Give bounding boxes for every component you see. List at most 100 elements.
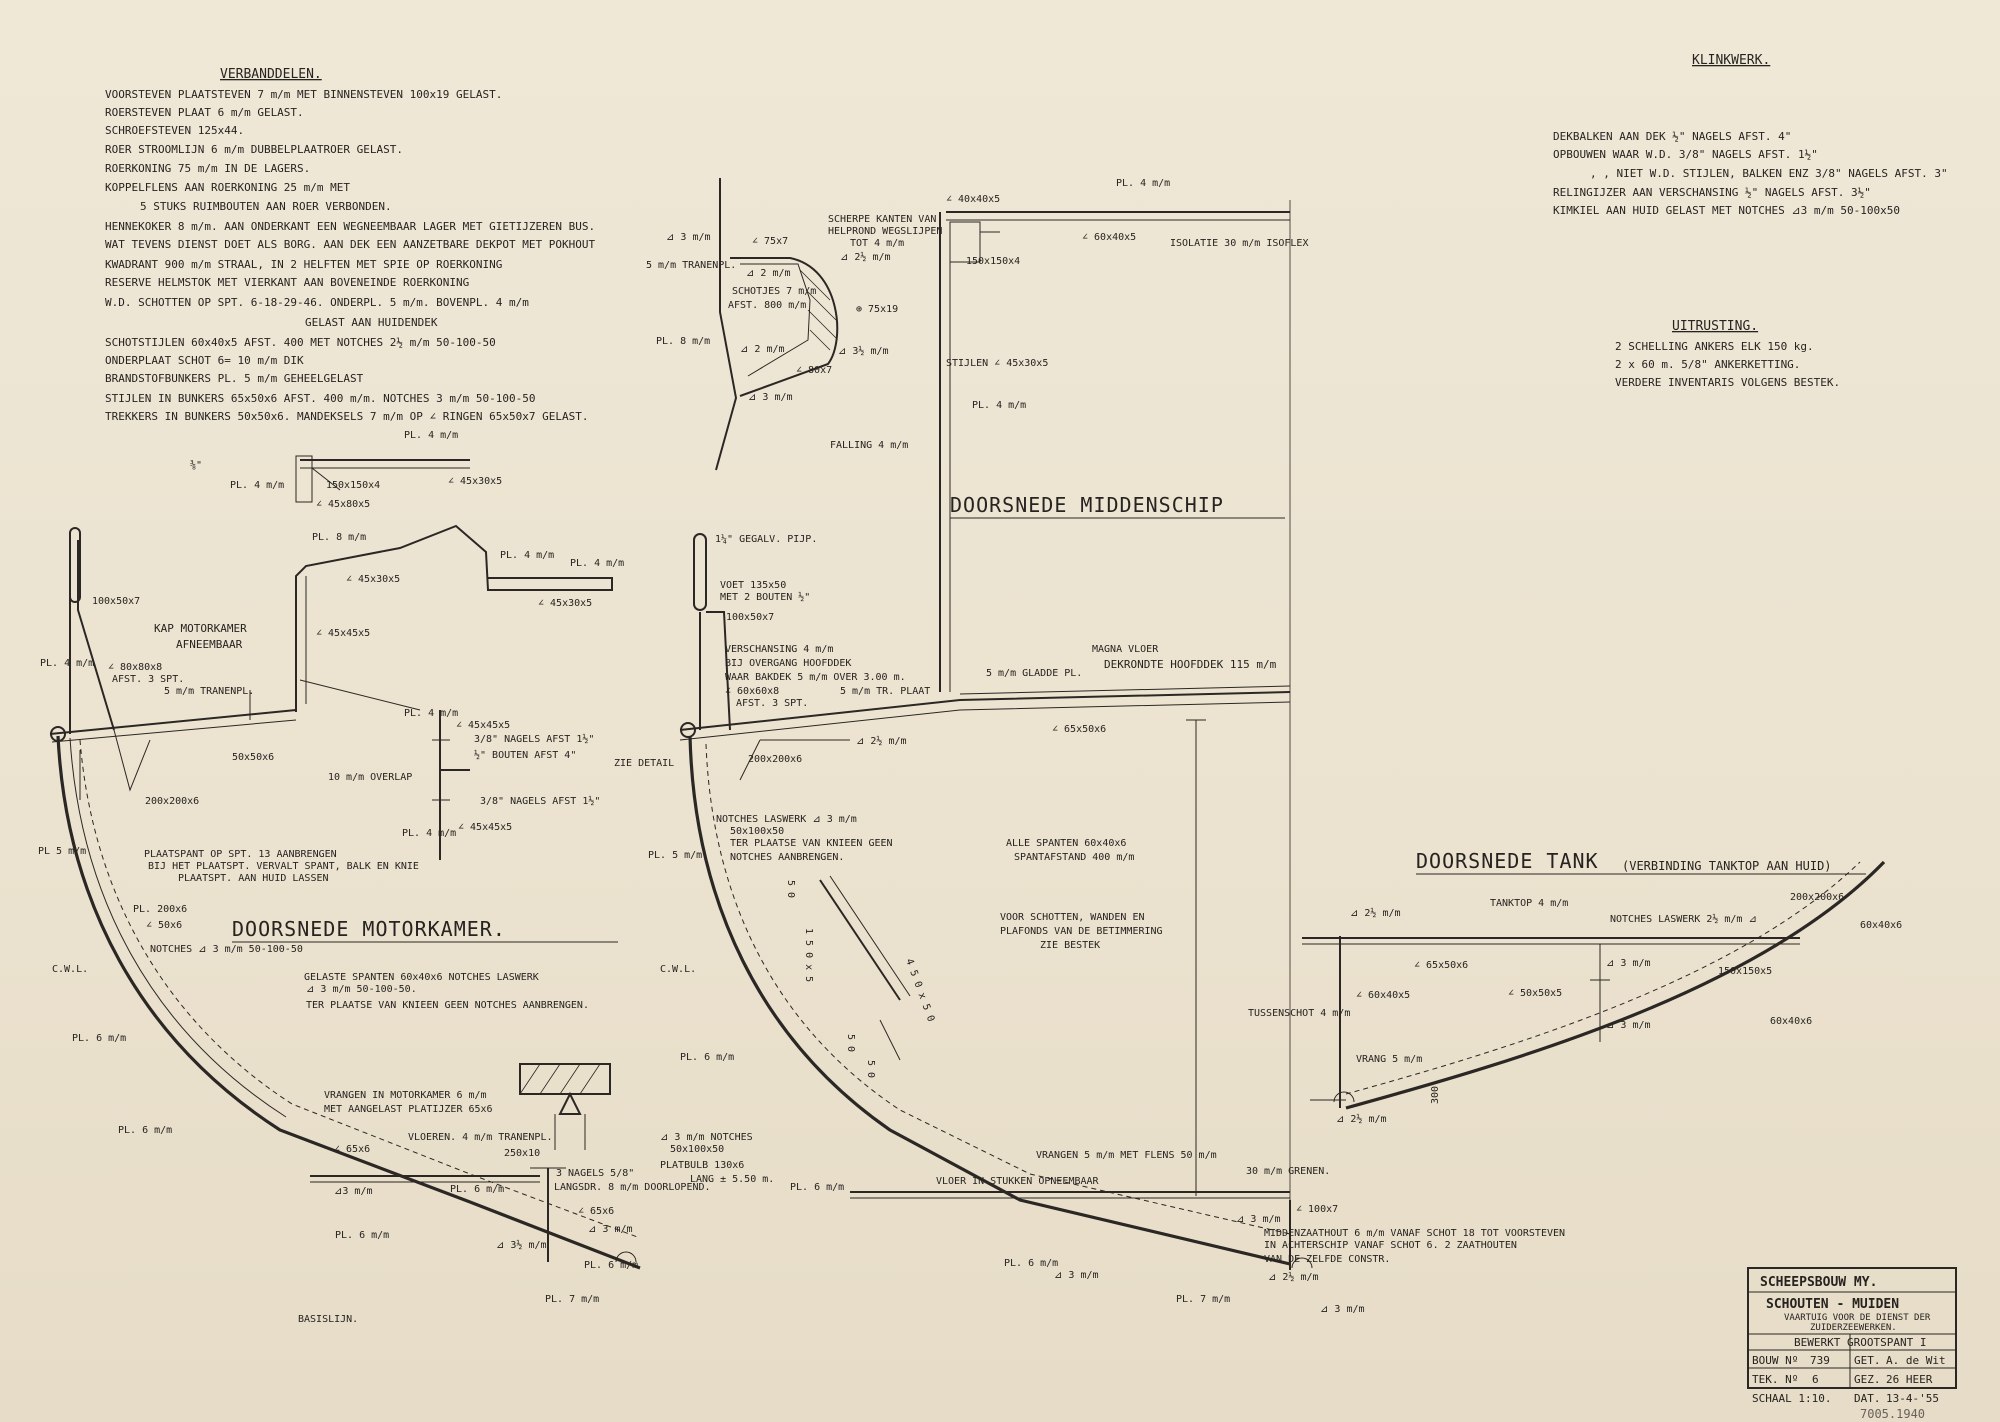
klink-line: RELINGIJZER AAN VERSCHANSING ½" NAGELS A… xyxy=(1553,186,1871,199)
mid-d3: ⊿ 3 m/m xyxy=(1236,1214,1281,1225)
tank-frame-line xyxy=(1345,861,1861,1095)
fender-inner xyxy=(740,263,811,377)
bulwark-schotjes2: AFST. 800 m/m xyxy=(728,300,806,311)
mid-notches4: NOTCHES AANBRENGEN. xyxy=(730,852,844,863)
mid-l40: ∠ 40x40x5 xyxy=(946,194,1000,205)
tank-d3: ⊿ 3 m/m xyxy=(1606,958,1651,969)
mid-vloer: VLOER IN STUKKEN OPNEEMBAAR xyxy=(936,1176,1100,1187)
spec-line: ONDERPLAAT SCHOT 6= 10 m/m DIK xyxy=(105,354,304,367)
label-plaatspant-3: PLAATSPT. AAN HUID LASSEN xyxy=(178,873,329,884)
tb-line2: SCHOUTEN - MUIDEN xyxy=(1766,1297,1899,1312)
label-l80: ∠ 80x80x8 xyxy=(108,662,162,673)
label-l45c: ∠ 45x30x5 xyxy=(538,598,592,609)
tb-bouw-value: 739 xyxy=(1810,1354,1830,1367)
engine-main-deck xyxy=(49,709,297,735)
mid-d2: ⊿ 2½ m/m xyxy=(856,735,907,747)
mid-falling: FALLING 4 m/m xyxy=(830,440,908,451)
engine-shell-plating xyxy=(56,735,641,1270)
mid-cwl: C.W.L. xyxy=(660,964,696,975)
klink-line: DEKBALKEN AAN DEK ½" NAGELS AFST. 4" xyxy=(1553,130,1791,143)
mid-afst3: AFST. 3 SPT. xyxy=(736,698,808,709)
engine-title: DOORSNEDE MOTORKAMER. xyxy=(232,917,506,941)
bulwark-d3: ⊿ 3 m/m xyxy=(666,232,711,243)
mid-d2b: ⊿ 2½ m/m xyxy=(1268,1271,1319,1283)
tank-d2b: ⊿ 2½ m/m xyxy=(1336,1113,1387,1125)
tb-tek-label: TEK. Nº xyxy=(1752,1373,1798,1386)
label-gelaste-3: TER PLAATSE VAN KNIEEN GEEN NOTCHES AANB… xyxy=(306,1000,589,1011)
label-vrangen-2: MET AANGELAST PLATIJZER 65x6 xyxy=(324,1104,493,1115)
engine-deck-underside xyxy=(51,719,297,743)
mid-b200: 200x200x6 xyxy=(748,754,802,765)
bulwark-schotjes1: SCHOTJES 7 m/m xyxy=(732,286,816,297)
engine-room-section: KAP MOTORKAMER AFNEEMBAAR ∠ 80x80x8 AFST… xyxy=(38,430,711,1325)
mid-voor1: VOOR SCHOTTEN, WANDEN EN xyxy=(1000,912,1145,923)
tank-tussenschot: TUSSENSCHOT 4 m/m xyxy=(1248,1008,1350,1019)
mid-kim3: 5 0 xyxy=(845,1034,856,1052)
verbanddelen-title: VERBANDDELEN. xyxy=(220,67,322,82)
tank-notches: NOTCHES LASWERK 2½ m/m ⊿ xyxy=(1610,913,1757,925)
bulwark-d3c: ⊿ 3½ m/m xyxy=(838,345,889,357)
tb-line3: VAARTUIG VOOR DE DIENST DER xyxy=(1784,1313,1931,1323)
bilge-keel xyxy=(819,879,901,1001)
mid-l65: ∠ 65x50x6 xyxy=(1052,724,1106,735)
top-deck-bracket xyxy=(295,455,313,503)
tank-section: ⊿ 2½ m/m TANKTOP 4 m/m NOTCHES LASWERK 2… xyxy=(1248,860,1902,1125)
label-pl5: PL 5 m/m xyxy=(38,846,86,857)
bulwark-tranen: 5 m/m TRANENPL. xyxy=(646,260,736,271)
mid-isolatie: ISOLATIE 30 m/m ISOFLEX xyxy=(1170,238,1308,249)
spec-line: 5 STUKS RUIMBOUTEN AAN ROER VERBONDEN. xyxy=(140,200,392,213)
label-langsdr: LANGSDR. 8 m/m DOORLOPEND. xyxy=(554,1182,711,1193)
label-d3a: ⊿3 m/m xyxy=(334,1186,372,1197)
bulwark-pl8: PL. 8 m/m xyxy=(656,336,710,347)
bulwark-r75: ⊕ 75x19 xyxy=(856,304,898,315)
klinkwerk-notes: KLINKWERK. DEKBALKEN AAN DEK ½" NAGELS A… xyxy=(1553,53,1948,217)
bulwark-d27: ⊿ 2 m/m xyxy=(746,268,791,279)
tb-get-value: A. de Wit xyxy=(1886,1354,1946,1367)
mid-kim2: 1 5 0 x 5 xyxy=(803,928,814,982)
spec-line: BRANDSTOFBUNKERS PL. 5 m/m GEHEELGELAST xyxy=(105,372,364,385)
mid-d3b: ⊿ 3 m/m xyxy=(1054,1270,1099,1281)
mid-pl6b: PL. 6 m/m xyxy=(790,1182,844,1193)
label-vrangen-1: VRANGEN IN MOTORKAMER 6 m/m xyxy=(324,1090,487,1101)
detail-bout: ½" BOUTEN AFST 4" xyxy=(474,749,576,761)
label-l45a: ∠ 45x30x5 xyxy=(346,574,400,585)
mid-dekronde: DEKRONDTE HOOFDDEK 115 m/m xyxy=(1104,658,1277,671)
bulwark-scherpe1: SCHERPE KANTEN VAN xyxy=(828,214,936,225)
bulwark-f80: ∠ 80x7 xyxy=(796,365,832,376)
label-top-34: ⅜" xyxy=(190,459,202,471)
label-200x200: 200x200x6 xyxy=(145,796,199,807)
label-plaatspant-2: BIJ HET PLAATSPT. VERVALT SPANT, BALK EN… xyxy=(148,861,419,872)
engine-frame-line xyxy=(79,739,641,1239)
label-pl6a: PL. 6 m/m xyxy=(72,1033,126,1044)
detail-angle xyxy=(432,739,450,801)
engine-stanchion xyxy=(77,540,115,731)
tb-gez-label: GEZ. xyxy=(1854,1373,1881,1386)
tank-shell xyxy=(1345,860,1886,1110)
label-nagels: 3 NAGELS 5/8" xyxy=(556,1168,634,1179)
bulwark-f75: ∠ 75x7 xyxy=(752,236,788,247)
label-pl200: PL. 200x6 xyxy=(133,904,187,915)
tank-l65: ∠ 65x50x6 xyxy=(1414,960,1468,971)
uitrusting-line: 2 SCHELLING ANKERS ELK 150 kg. xyxy=(1615,340,1814,353)
spec-line: HENNEKOKER 8 m/m. AAN ONDERKANT EEN WEGN… xyxy=(105,220,595,233)
label-l45b: ∠ 45x45x5 xyxy=(316,628,370,639)
bulwark-d2b: ⊿ 2 m/m xyxy=(740,344,785,355)
mid-notches2: 50x100x50 xyxy=(730,826,784,837)
tb-dat-value: 13-4-'55 xyxy=(1886,1392,1939,1405)
label-afneembaar: AFNEEMBAAR xyxy=(176,638,243,651)
midship-frame-line xyxy=(705,743,1291,1235)
mid-notches3: TER PLAATSE VAN KNIEEN GEEN xyxy=(730,838,893,849)
midship-gunwale-rod xyxy=(680,722,696,738)
verbanddelen-notes: VERBANDDELEN. VOORSTEVEN PLAATSTEVEN 7 m… xyxy=(105,67,595,423)
tank-d2: ⊿ 2½ m/m xyxy=(1350,907,1401,919)
label-top-l150: 150x150x4 xyxy=(326,480,380,491)
tank-l50: ∠ 50x50x5 xyxy=(1508,988,1562,999)
label-afst3: AFST. 3 SPT. xyxy=(112,674,184,685)
mid-l60: ∠ 60x40x5 xyxy=(1082,232,1136,243)
mid-versch2: BIJ OVERGANG HOOFDDEK xyxy=(725,658,851,669)
weld-plate xyxy=(554,1114,586,1150)
tb-bouw-label: BOUW Nº xyxy=(1752,1354,1798,1367)
detail-pl4b: PL. 4 m/m xyxy=(402,828,456,839)
midship-railing-pipe xyxy=(693,533,707,611)
mid-d3c: ⊿ 3 m/m xyxy=(1320,1304,1365,1315)
